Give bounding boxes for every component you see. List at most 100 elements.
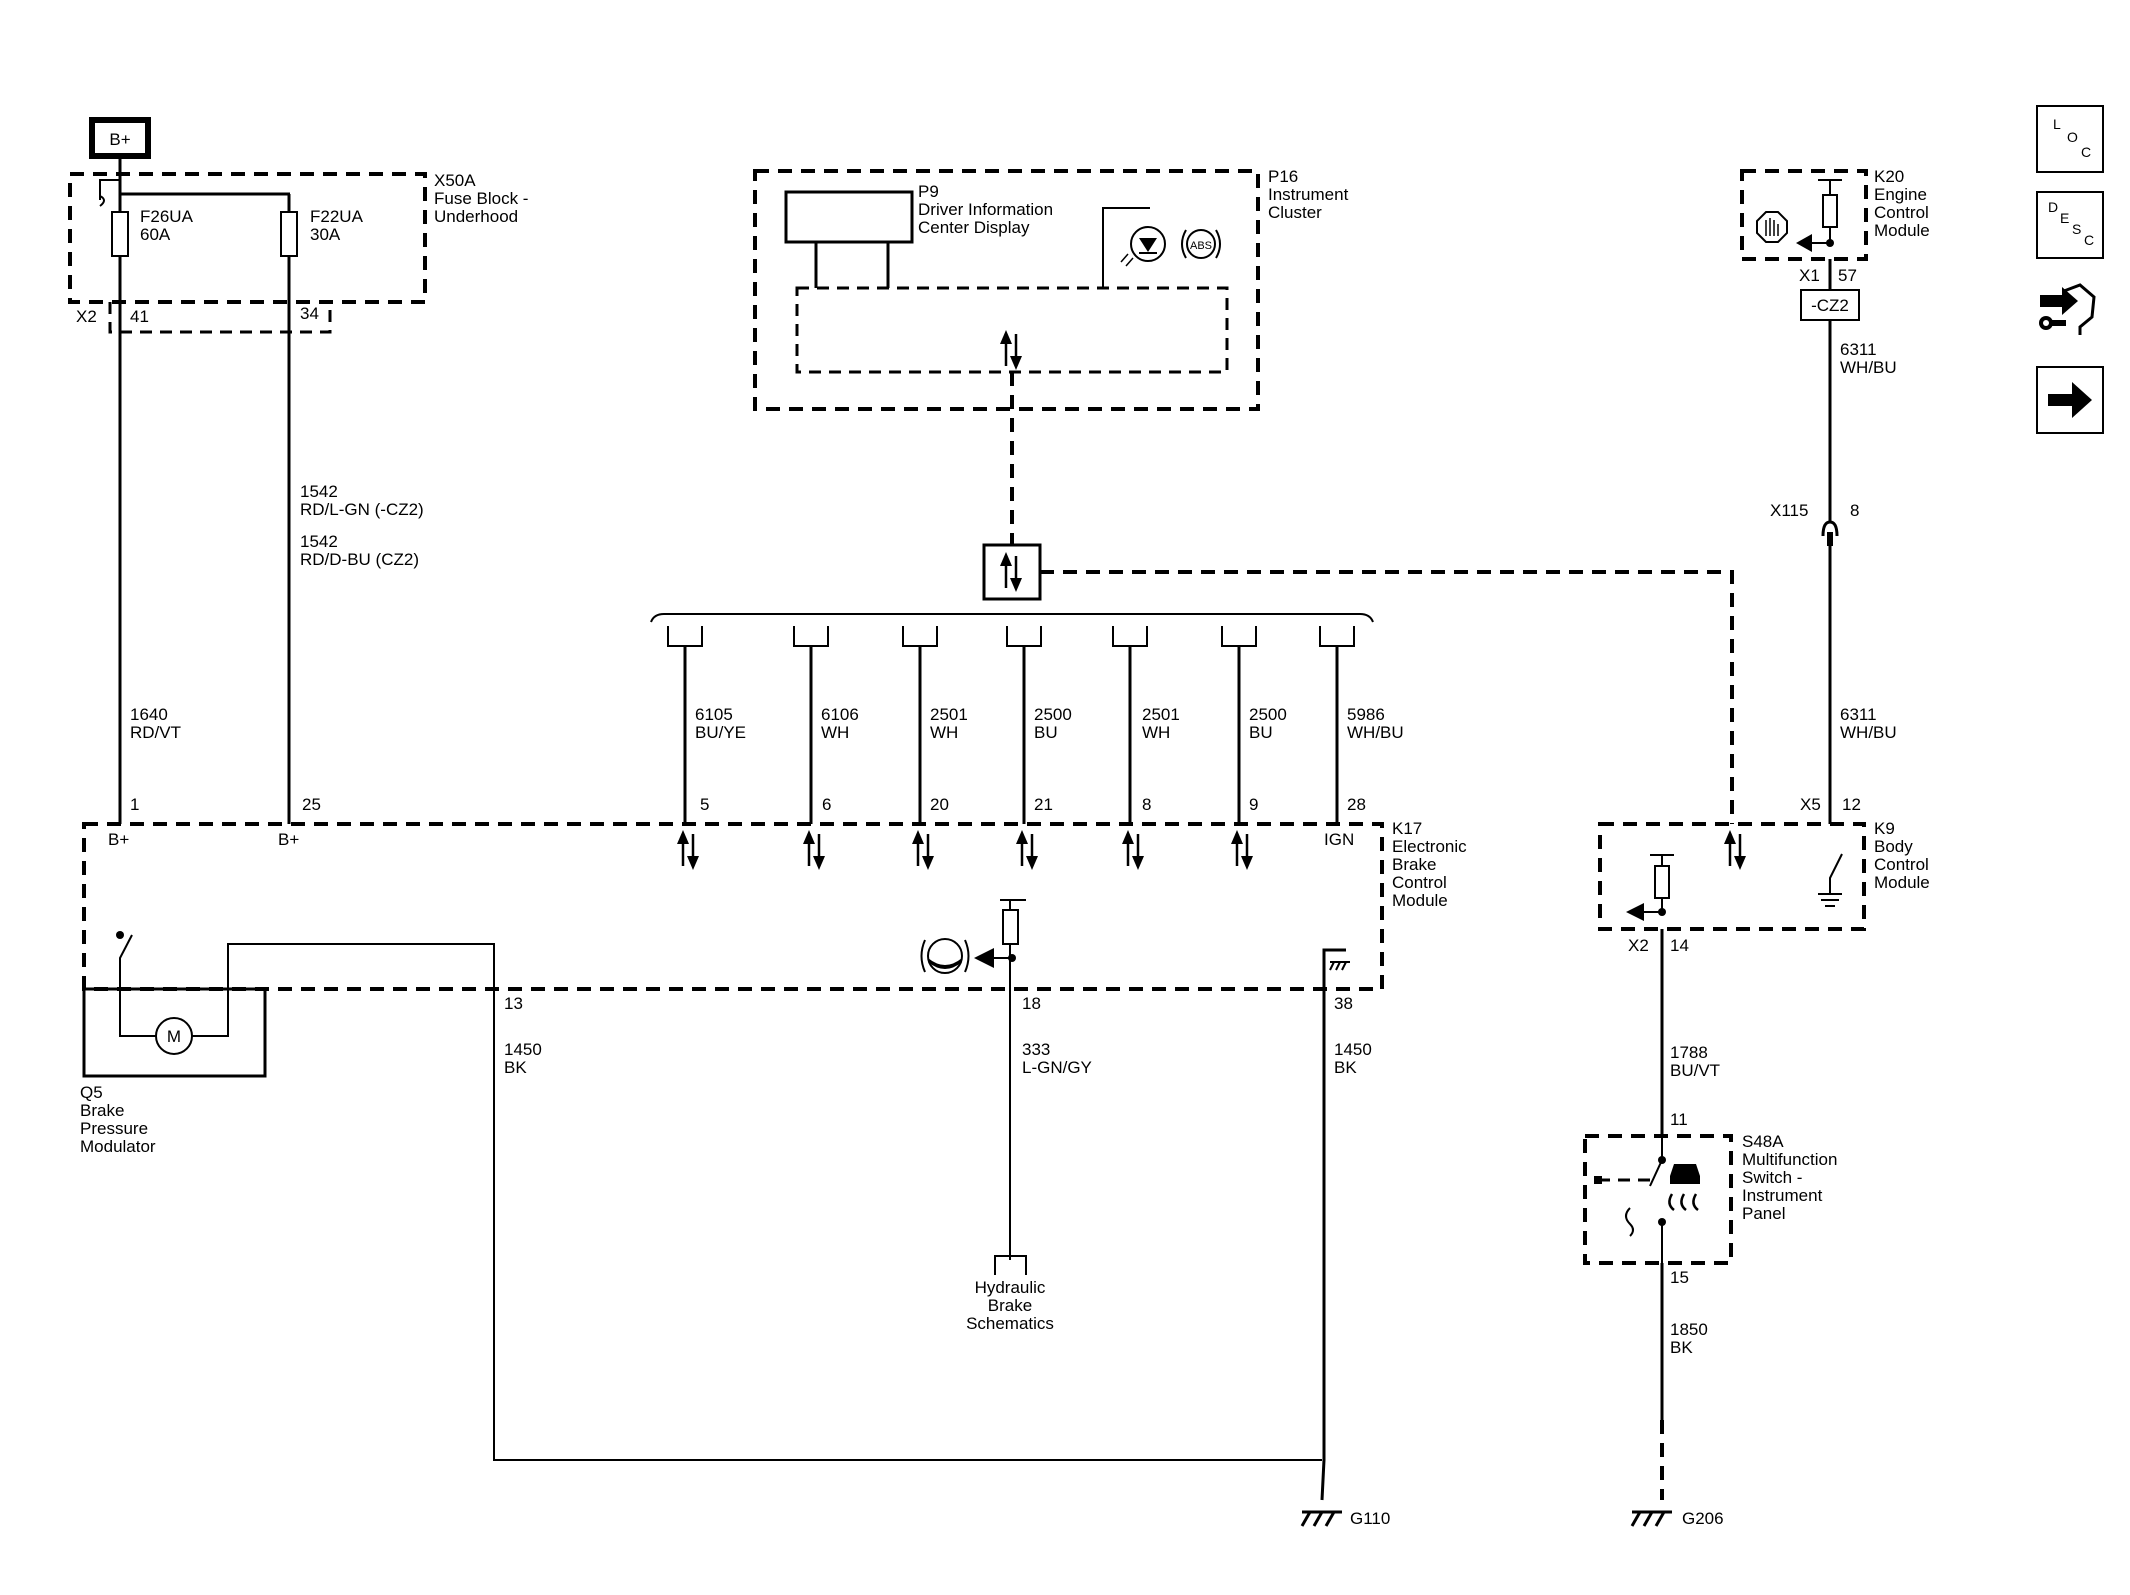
svg-text:6105: 6105 [695, 705, 733, 724]
wire-333-label: 333 L-GN/GY [1022, 1040, 1092, 1077]
pin-12: 12 [1842, 795, 1861, 814]
abs-warning-indicator: ABS [1120, 226, 1221, 267]
svg-text:Center Display: Center Display [918, 218, 1030, 237]
wire-1450a-label: 1450 BK [504, 1040, 542, 1077]
svg-text:6106: 6106 [821, 705, 859, 724]
desc-letter-d: D [2048, 199, 2059, 215]
svg-text:8: 8 [1142, 795, 1151, 814]
fuse-f22ua-label: F22UA 30A [310, 207, 364, 244]
k17-bplus-2: B+ [278, 830, 299, 849]
svg-text:WH/BU: WH/BU [1347, 723, 1404, 742]
diagnostic-tool-icon[interactable] [2036, 277, 2102, 343]
wire-1788-label: 1788 BU/VT [1670, 1043, 1720, 1080]
pin-1: 1 [130, 795, 139, 814]
svg-text:RD/L-GN (-CZ2): RD/L-GN (-CZ2) [300, 500, 424, 519]
loc-button[interactable]: L O C [2036, 105, 2104, 173]
k17-bplus-1: B+ [108, 830, 129, 849]
x2-connector-label: X2 [76, 307, 97, 326]
svg-text:1450: 1450 [504, 1040, 542, 1059]
svg-text:6: 6 [822, 795, 831, 814]
svg-text:BU: BU [1249, 723, 1273, 742]
desc-letter-s: S [2072, 221, 2082, 237]
next-arrow-button[interactable] [2036, 366, 2104, 434]
pin-18: 18 [1022, 994, 1041, 1013]
svg-text:60A: 60A [140, 225, 171, 244]
svg-text:1850: 1850 [1670, 1320, 1708, 1339]
svg-text:30A: 30A [310, 225, 341, 244]
svg-text:1542: 1542 [300, 482, 338, 501]
svg-text:WH: WH [821, 723, 849, 742]
svg-text:F26UA: F26UA [140, 207, 194, 226]
loc-letter-o: O [2067, 129, 2078, 145]
p9-title: P9 Driver Information Center Display [918, 182, 1053, 237]
svg-text:5986: 5986 [1347, 705, 1385, 724]
svg-text:333: 333 [1022, 1040, 1050, 1059]
svg-text:Schematics: Schematics [966, 1314, 1054, 1333]
k17-ebcm [82, 822, 1384, 991]
wire-1850-label: 1850 BK [1670, 1320, 1708, 1357]
ecm-hand-icon [1756, 211, 1788, 243]
svg-text:Body: Body [1874, 837, 1913, 856]
x50a-fuse-block [68, 172, 427, 304]
k17-ign-label: IGN [1324, 830, 1354, 849]
svg-text:Brake: Brake [80, 1101, 124, 1120]
svg-text:Panel: Panel [1742, 1204, 1785, 1223]
svg-text:Hydraulic: Hydraulic [975, 1278, 1046, 1297]
svg-text:Brake: Brake [1392, 855, 1436, 874]
desc-button[interactable]: D E S C [2036, 191, 2104, 259]
pin-25: 25 [302, 795, 321, 814]
p16-title: P16 Instrument Cluster [1268, 167, 1349, 222]
svg-text:Module: Module [1874, 873, 1930, 892]
svg-text:2501: 2501 [930, 705, 968, 724]
svg-text:Cluster: Cluster [1268, 203, 1322, 222]
pin-13: 13 [504, 994, 523, 1013]
svg-text:Brake: Brake [988, 1296, 1032, 1315]
svg-text:Modulator: Modulator [80, 1137, 156, 1156]
k20-title: K20 Engine Control Module [1874, 167, 1930, 240]
option-cz2-box [1800, 289, 1860, 321]
bplus-label: B+ [109, 130, 130, 149]
svg-text:Module: Module [1874, 221, 1930, 240]
k17-serial-data-arrows [675, 828, 1255, 872]
hydraulic-brake-link[interactable]: Hydraulic Brake Schematics [966, 1278, 1054, 1333]
pin-15: 15 [1670, 1268, 1689, 1287]
svg-text:5: 5 [700, 795, 709, 814]
ground-g110-icon [1300, 1510, 1344, 1528]
svg-text:X50A: X50A [434, 171, 476, 190]
svg-text:2501: 2501 [1142, 705, 1180, 724]
svg-text:Control: Control [1874, 855, 1929, 874]
p9-display [784, 190, 914, 244]
pin-41: 41 [130, 307, 149, 326]
pin-34: 34 [300, 304, 319, 323]
x50a-title: X50A Fuse Block - Underhood [434, 171, 528, 226]
ground-g206-label: G206 [1682, 1509, 1724, 1528]
svg-text:Switch -: Switch - [1742, 1168, 1802, 1187]
svg-text:BK: BK [1670, 1338, 1693, 1357]
x5-connector-label: X5 [1800, 795, 1821, 814]
svg-text:BU/VT: BU/VT [1670, 1061, 1720, 1080]
svg-text:ABS: ABS [1190, 240, 1212, 252]
svg-text:WH/BU: WH/BU [1840, 723, 1897, 742]
svg-text:Control: Control [1874, 203, 1929, 222]
loc-letter-l: L [2053, 116, 2061, 132]
svg-text:WH/BU: WH/BU [1840, 358, 1897, 377]
x1-connector-label: X1 [1799, 266, 1820, 285]
svg-text:9: 9 [1249, 795, 1258, 814]
svg-text:Underhood: Underhood [434, 207, 518, 226]
svg-text:1640: 1640 [130, 705, 168, 724]
option-cz2-label: -CZ2 [1811, 296, 1849, 315]
svg-text:Pressure: Pressure [80, 1119, 148, 1138]
svg-text:WH: WH [930, 723, 958, 742]
svg-text:RD/VT: RD/VT [130, 723, 181, 742]
svg-text:K20: K20 [1874, 167, 1904, 186]
wire-6311-bottom-label: 6311 WH/BU [1840, 705, 1897, 742]
k9-serial-data-arrow [1722, 828, 1748, 872]
svg-text:P9: P9 [918, 182, 939, 201]
traction-control-icon [1668, 1164, 1700, 1211]
svg-text:28: 28 [1347, 795, 1366, 814]
svg-text:P16: P16 [1268, 167, 1298, 186]
svg-text:6311: 6311 [1840, 340, 1877, 359]
svg-text:L-GN/GY: L-GN/GY [1022, 1058, 1092, 1077]
svg-text:Module: Module [1392, 891, 1448, 910]
